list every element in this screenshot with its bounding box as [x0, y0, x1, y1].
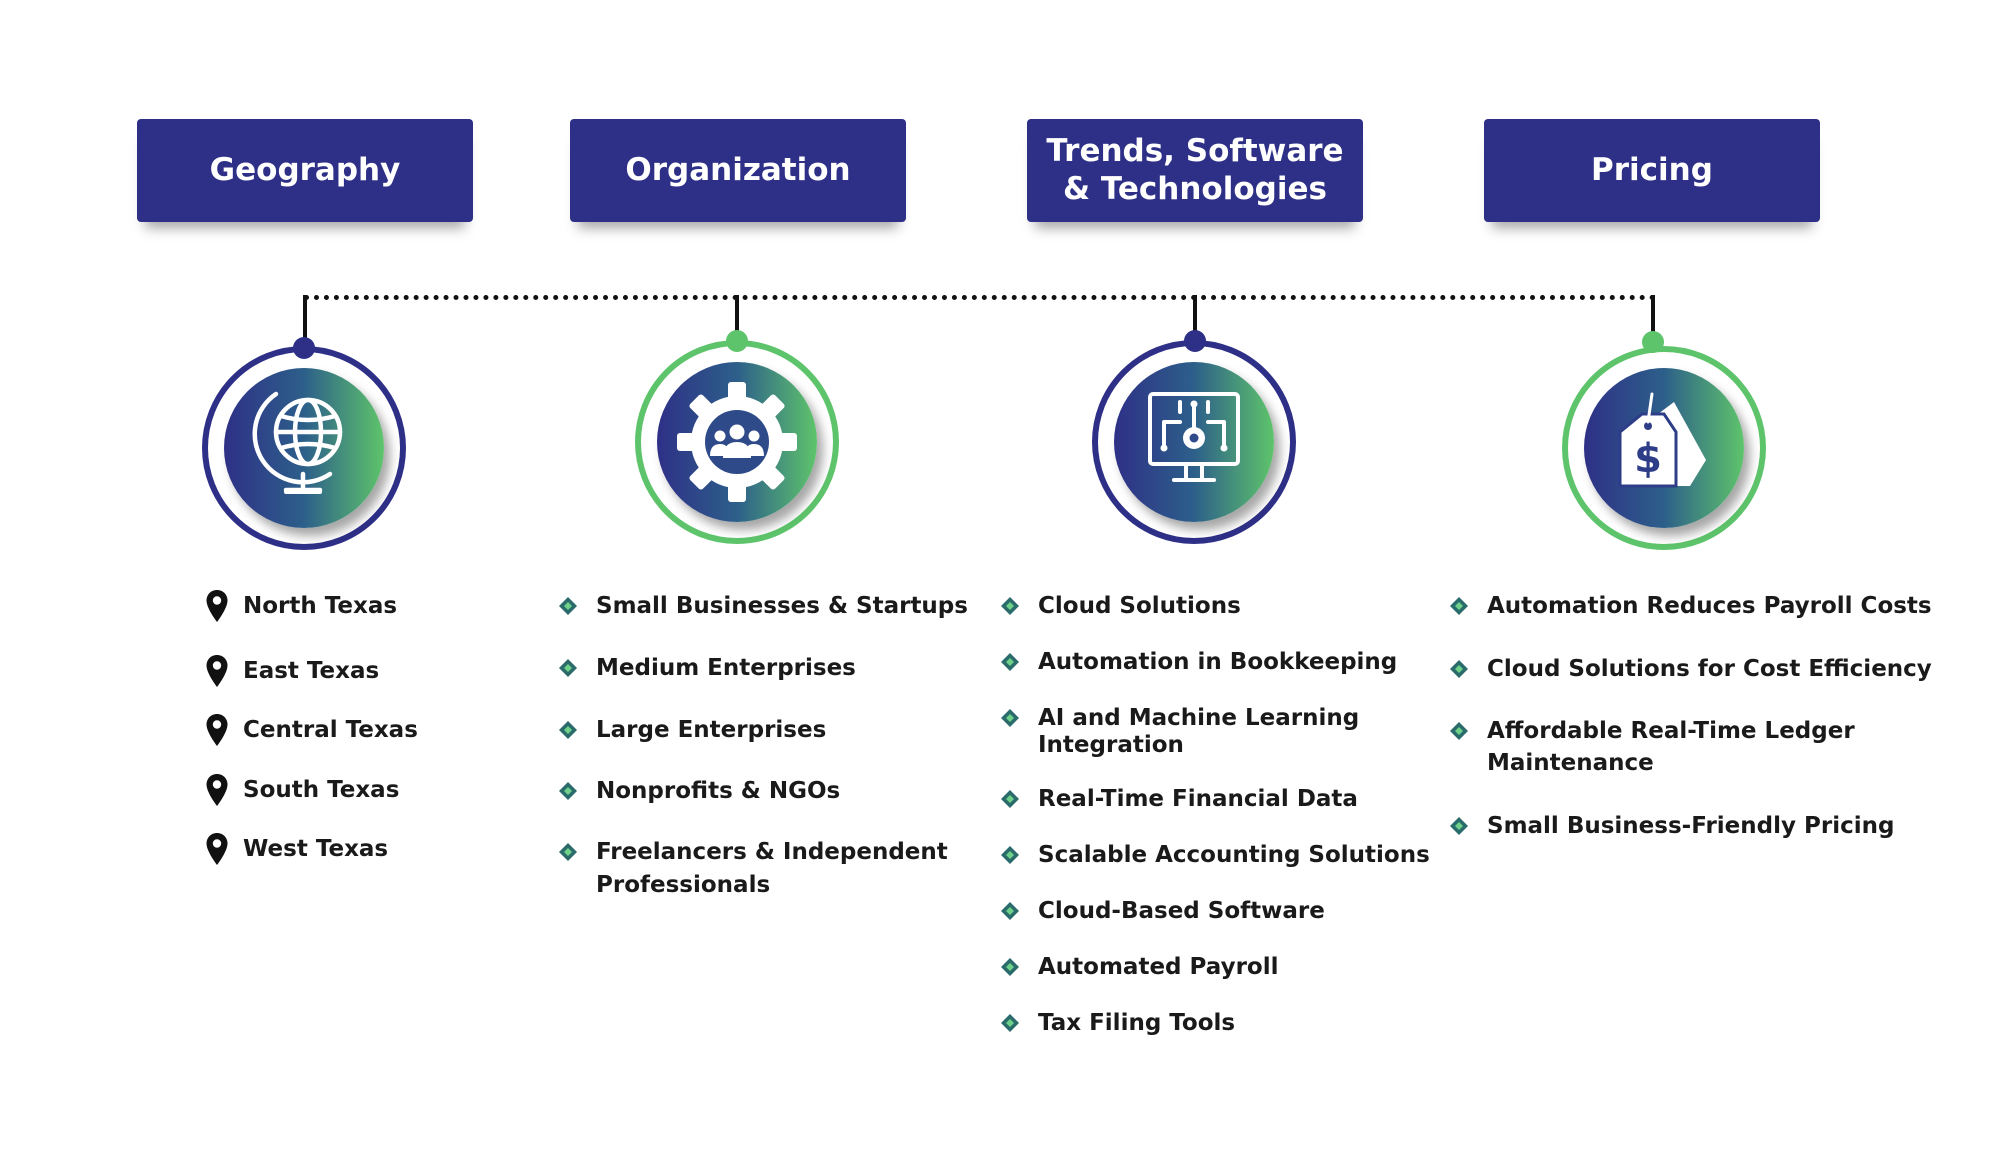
- list-item: South Texas: [205, 774, 399, 807]
- organization-title: Organization: [625, 151, 851, 188]
- trends-disc: [1114, 362, 1274, 522]
- location-pin-icon: [206, 655, 228, 687]
- connector-line: [304, 295, 1656, 300]
- list-item: Central Texas: [205, 714, 418, 747]
- diamond-bullet-icon: [559, 597, 577, 615]
- geography-header: Geography: [137, 119, 473, 222]
- list-item: Real-Time Financial Data: [1000, 783, 1358, 815]
- globe-icon: [252, 391, 343, 494]
- list-item: Cloud Solutions: [1000, 590, 1241, 622]
- diamond-bullet-icon: [1001, 653, 1019, 671]
- pricing-disc: $: [1584, 368, 1744, 528]
- pricing-header: Pricing: [1484, 119, 1820, 222]
- list-item: North Texas: [205, 590, 397, 623]
- diamond-bullet-icon: [1001, 709, 1019, 727]
- list-item: Automated Payroll: [1000, 951, 1278, 983]
- diamond-bullet-icon: [559, 659, 577, 677]
- trends-drop-line: [1193, 295, 1197, 340]
- diamond-bullet-icon: [1001, 1014, 1019, 1032]
- list-item: East Texas: [205, 655, 379, 688]
- list-item: Cloud Solutions for Cost Efficiency: [1449, 653, 1932, 685]
- list-item: Freelancers & Independent: [558, 836, 948, 868]
- svg-text:$: $: [1634, 436, 1662, 482]
- geography-ring-dot: [293, 337, 315, 359]
- list-item: West Texas: [205, 833, 388, 866]
- location-pin-icon: [206, 714, 228, 746]
- list-item: AI and Machine Learning: [1000, 702, 1359, 734]
- diamond-bullet-icon: [1001, 790, 1019, 808]
- pricing-title: Pricing: [1591, 151, 1713, 188]
- diamond-bullet-icon: [1450, 817, 1468, 835]
- organization-drop-line: [735, 295, 739, 340]
- list-item: Automation in Bookkeeping: [1000, 646, 1397, 678]
- trends-title: Trends, Software & Technologies: [1046, 133, 1344, 207]
- diamond-bullet-icon: [1450, 722, 1468, 740]
- list-item-continuation: Integration: [1038, 732, 1184, 758]
- list-item-continuation: Professionals: [596, 872, 771, 898]
- geography-disc: [224, 368, 384, 528]
- pricing-ring-dot: [1642, 331, 1664, 353]
- monitor-circuit-icon: [1148, 392, 1240, 482]
- diamond-bullet-icon: [1001, 958, 1019, 976]
- location-pin-icon: [206, 833, 228, 865]
- organization-header: Organization: [570, 119, 906, 222]
- list-item: Small Businesses & Startups: [558, 590, 968, 622]
- diamond-bullet-icon: [559, 721, 577, 739]
- organization-ring-dot: [726, 330, 748, 352]
- list-item: Tax Filing Tools: [1000, 1007, 1235, 1039]
- price-tag-icon: $: [1618, 392, 1706, 488]
- list-item: Small Business-Friendly Pricing: [1449, 810, 1894, 842]
- geography-title: Geography: [209, 151, 401, 188]
- geography-drop-line: [303, 295, 307, 347]
- trends-header: Trends, Software & Technologies: [1027, 119, 1363, 222]
- pricing-drop-line: [1651, 295, 1655, 341]
- diamond-bullet-icon: [1001, 846, 1019, 864]
- diamond-bullet-icon: [559, 843, 577, 861]
- organization-disc: [657, 362, 817, 522]
- diamond-bullet-icon: [1001, 597, 1019, 615]
- list-item: Affordable Real-Time Ledger: [1449, 715, 1855, 747]
- diamond-bullet-icon: [1450, 660, 1468, 678]
- location-pin-icon: [206, 590, 228, 622]
- list-item-continuation: Maintenance: [1487, 750, 1654, 776]
- diamond-bullet-icon: [1450, 597, 1468, 615]
- list-item: Large Enterprises: [558, 714, 826, 746]
- list-item: Automation Reduces Payroll Costs: [1449, 590, 1932, 622]
- diamond-bullet-icon: [559, 782, 577, 800]
- trends-ring-dot: [1184, 330, 1206, 352]
- list-item: Scalable Accounting Solutions: [1000, 839, 1430, 871]
- list-item: Cloud-Based Software: [1000, 895, 1325, 927]
- diamond-bullet-icon: [1001, 902, 1019, 920]
- list-item: Medium Enterprises: [558, 652, 856, 684]
- list-item: Nonprofits & NGOs: [558, 775, 840, 807]
- gear-people-icon: [677, 382, 797, 502]
- location-pin-icon: [206, 774, 228, 806]
